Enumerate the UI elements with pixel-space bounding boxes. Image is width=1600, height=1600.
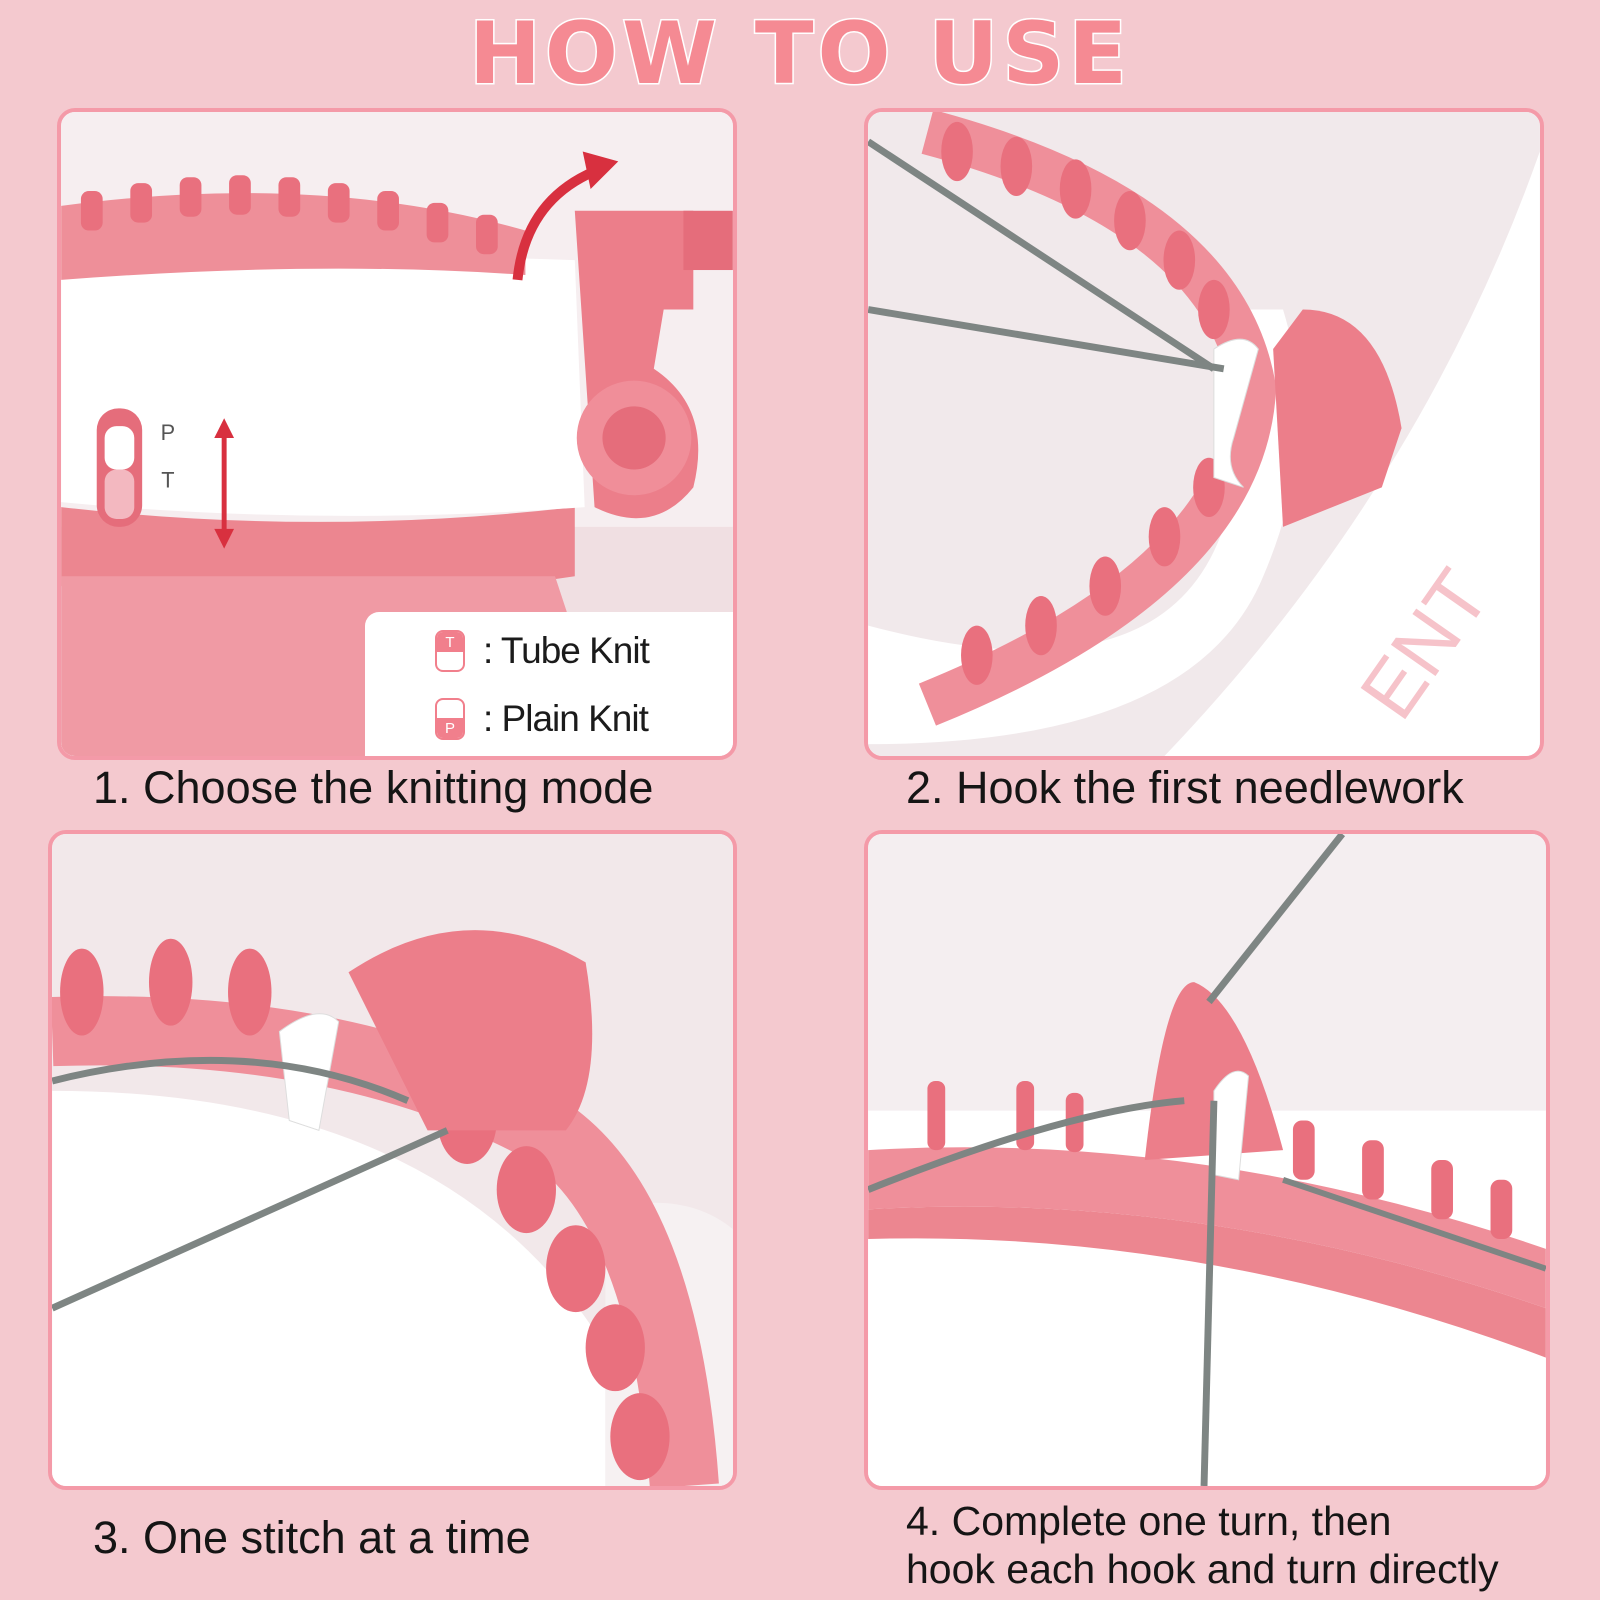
legend-label-plain: : Plain Knit <box>483 698 649 739</box>
step-3-caption: 3. One stitch at a time <box>93 1512 531 1563</box>
legend-label-tube: : Tube Knit <box>483 630 650 671</box>
tube-knit-switch-icon: T <box>435 630 465 672</box>
step-1-caption: 1. Choose the knitting mode <box>93 762 654 813</box>
step-2-caption: 2. Hook the first needlework <box>906 762 1464 813</box>
step-2-photo: ENT <box>864 108 1544 760</box>
step-3-photo <box>48 830 737 1490</box>
step-4-caption-line-2: hook each hook and turn directly <box>906 1546 1499 1592</box>
switch-label-t: T <box>161 467 174 492</box>
switch-label-p: P <box>161 420 176 445</box>
complete-turn-illustration <box>868 834 1546 1486</box>
step-4-caption-line-1: 4. Complete one turn, then <box>906 1498 1392 1544</box>
legend-row-plain: P : Plain Knit <box>435 694 649 744</box>
hook-first-needle-illustration: ENT <box>868 112 1540 756</box>
one-stitch-illustration <box>52 834 733 1486</box>
page-title: HOW TO USE <box>467 3 1132 106</box>
legend-row-tube: T : Tube Knit <box>435 626 650 676</box>
step-4-photo <box>864 830 1550 1490</box>
plain-knit-switch-icon: P <box>435 698 465 740</box>
step-1-photo: P T T : Tube Knit P : Plain Knit <box>57 108 737 760</box>
mode-legend: T : Tube Knit P : Plain Knit <box>365 612 733 756</box>
